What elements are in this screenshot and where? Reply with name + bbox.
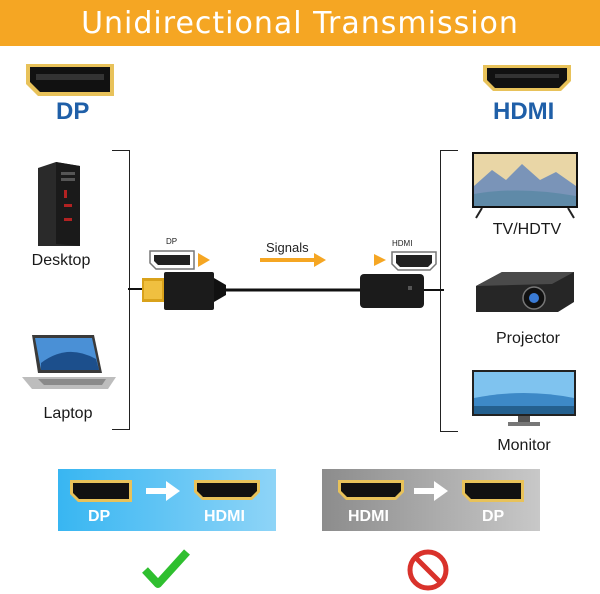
supported-from-label: DP	[88, 508, 111, 525]
dp-to-hdmi-adapter-cable	[128, 272, 444, 310]
prohibited-icon	[407, 549, 449, 591]
dp-port-icon	[26, 64, 114, 96]
laptop-icon	[22, 335, 116, 389]
desktop-tower-icon	[38, 162, 80, 246]
hdmi-port-label: HDMI	[493, 98, 555, 125]
supported-to-label: HDMI	[204, 508, 245, 525]
source-label-laptop: Laptop	[43, 405, 93, 422]
right-arrow-icon	[146, 481, 180, 501]
adapter-dp-port-icon	[149, 250, 210, 270]
unsupported-dp-port-icon	[462, 480, 524, 502]
banner-title: Unidirectional Transmission	[81, 5, 519, 41]
supported-direction-panel: DP HDMI	[58, 469, 276, 531]
signals-label: Signals	[266, 240, 309, 255]
supported-dp-port-icon	[70, 480, 132, 502]
right-arrow-icon	[414, 481, 448, 501]
signal-arrow-icon	[260, 253, 326, 267]
adapter-hdmi-label: HDMI	[392, 239, 413, 248]
tv-icon	[472, 152, 578, 219]
projector-icon	[476, 272, 574, 312]
adapter-hdmi-port-icon	[374, 251, 437, 271]
display-label-tv: TV/HDTV	[492, 221, 562, 238]
display-label-projector: Projector	[495, 330, 561, 347]
unsupported-direction-panel: HDMI DP	[322, 469, 540, 531]
display-label-monitor: Monitor	[497, 437, 551, 454]
checkmark-icon	[142, 549, 190, 588]
title-banner: Unidirectional Transmission	[0, 0, 600, 46]
adapter-dp-label: DP	[166, 237, 178, 246]
source-label-desktop: Desktop	[31, 252, 91, 269]
supported-hdmi-port-icon	[194, 480, 260, 500]
hdmi-port-icon	[483, 65, 571, 91]
unsupported-from-label: HDMI	[348, 508, 389, 525]
unsupported-hdmi-port-icon	[338, 480, 404, 500]
dp-port-label: DP	[56, 98, 90, 125]
unsupported-to-label: DP	[482, 508, 505, 525]
monitor-icon	[472, 370, 576, 426]
